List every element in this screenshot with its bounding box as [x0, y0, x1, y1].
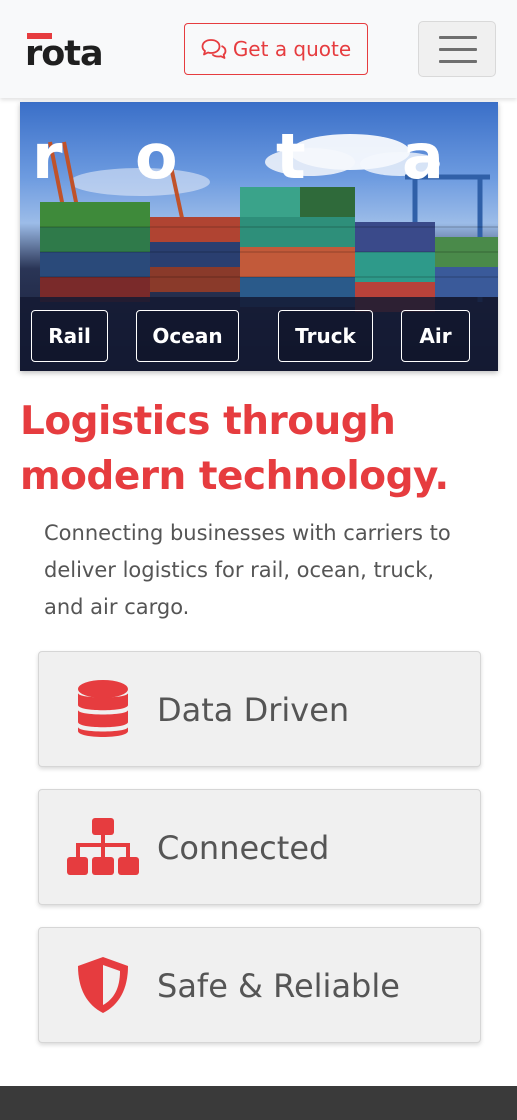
get-a-quote-button[interactable]: Get a quote: [184, 23, 368, 75]
hamburger-menu-icon: [439, 36, 477, 39]
hero-banner: r o t a Rail Ocean Truck Air: [20, 102, 498, 371]
feature-card-data-driven: Data Driven: [38, 651, 481, 767]
hero-letter-a: a: [402, 120, 444, 193]
container-port-image: [20, 134, 498, 371]
page-headline: Logistics through modern technology.: [20, 399, 449, 499]
feature-label: Safe & Reliable: [157, 967, 400, 1005]
hamburger-menu-icon-bar: [439, 48, 477, 51]
feature-label: Data Driven: [157, 691, 350, 729]
tag-truck[interactable]: Truck: [278, 310, 373, 362]
database-icon: [65, 676, 141, 742]
feature-card-connected: Connected: [38, 789, 481, 905]
sitemap-icon: [65, 814, 141, 880]
page-footer: [0, 1086, 517, 1120]
feature-card-safe-reliable: Safe & Reliable: [38, 927, 481, 1043]
hamburger-menu-icon-bar: [439, 60, 477, 63]
tag-rail[interactable]: Rail: [31, 310, 108, 362]
hero-letter-o: o: [135, 120, 178, 193]
menu-toggle-button[interactable]: [418, 21, 496, 77]
brand-logo[interactable]: rota: [25, 33, 115, 74]
hero-letter-t: t: [276, 120, 306, 193]
tag-air[interactable]: Air: [401, 310, 470, 362]
page-subtext: Connecting businesses with carriers to d…: [44, 521, 451, 619]
feature-label: Connected: [157, 829, 330, 867]
shield-icon: [65, 952, 141, 1018]
hero-letter-r: r: [32, 120, 63, 193]
chat-bubbles-icon: [201, 39, 227, 59]
logo-accent-bar: [27, 33, 52, 39]
navbar: rota Get a quote: [0, 0, 517, 98]
get-a-quote-label: Get a quote: [232, 37, 352, 61]
logo-text: rota: [25, 34, 104, 74]
tag-ocean[interactable]: Ocean: [136, 310, 239, 362]
